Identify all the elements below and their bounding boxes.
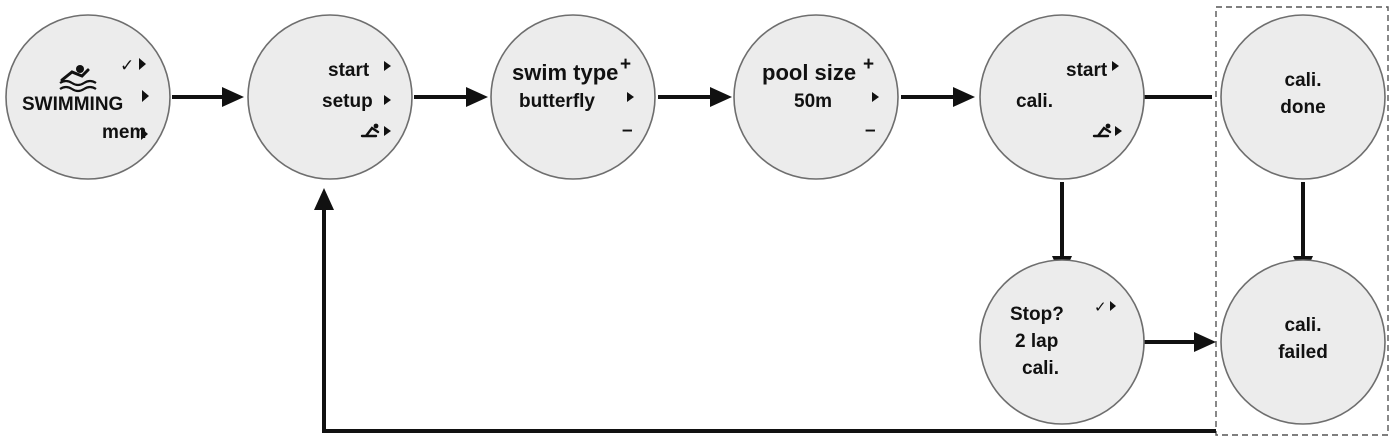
pool-size-value: 50m: [794, 91, 832, 112]
screen-circle: [5, 14, 171, 180]
swim-type-title: swim type: [512, 60, 618, 85]
arrowhead: [953, 87, 975, 107]
start-label: start: [1066, 60, 1108, 81]
setup-label: setup: [322, 91, 373, 112]
screen-circle: [1220, 259, 1386, 425]
result-screens-group: [1215, 6, 1389, 436]
arrowhead: [314, 188, 334, 210]
screen-swim-type: swim type butterfly + –: [490, 14, 656, 180]
two-lap-label: 2 lap: [1015, 331, 1058, 352]
screen-circle: [979, 259, 1145, 425]
screen-stop: Stop? 2 lap cali. ✓: [979, 259, 1145, 425]
screen-circle: [1220, 14, 1386, 180]
pool-size-title: pool size: [762, 60, 856, 85]
play-arrow-icon: [141, 128, 148, 140]
screen-circle: [247, 14, 413, 180]
screen-start-cali: start cali.: [979, 14, 1145, 180]
cali-label: cali.: [1285, 70, 1322, 91]
arrow-loop-back-to-menu: [322, 210, 1216, 433]
start-label: start: [328, 60, 370, 81]
play-arrow-icon: [872, 92, 879, 102]
minus-icon: –: [865, 120, 876, 141]
play-arrow-icon: [142, 90, 149, 102]
mem-label: mem: [102, 122, 146, 143]
arrowhead: [466, 87, 488, 107]
swimmer-icon: [59, 65, 97, 93]
arrowhead: [710, 87, 732, 107]
mode-label: SWIMMING: [22, 94, 123, 115]
stop-label: Stop?: [1010, 304, 1064, 325]
play-arrow-icon: [384, 126, 391, 136]
play-arrow-icon: [1110, 301, 1116, 311]
plus-icon: +: [863, 54, 874, 75]
back-swimmer-icon: [360, 123, 380, 138]
screen-swimming: SWIMMING mem ✓: [5, 14, 171, 180]
failed-label: failed: [1278, 342, 1328, 363]
plus-icon: +: [620, 54, 631, 75]
check-icon: ✓: [1094, 298, 1107, 316]
screen-circle: [490, 14, 656, 180]
play-arrow-icon: [384, 95, 391, 105]
swim-type-value: butterfly: [519, 91, 595, 112]
cali-label: cali.: [1285, 315, 1322, 336]
play-arrow-icon: [139, 58, 146, 70]
arrowhead: [1194, 332, 1216, 352]
check-icon: ✓: [120, 56, 134, 76]
screen-menu: start setup: [247, 14, 413, 180]
arrowhead: [222, 87, 244, 107]
done-label: done: [1280, 97, 1325, 118]
cali-label: cali.: [1022, 358, 1059, 379]
play-arrow-icon: [1112, 61, 1119, 71]
screen-circle: [979, 14, 1145, 180]
play-arrow-icon: [384, 61, 391, 71]
play-arrow-icon: [1115, 126, 1122, 136]
play-arrow-icon: [627, 92, 634, 102]
minus-icon: –: [622, 120, 633, 141]
screen-circle: [733, 14, 899, 180]
screen-cali-done: cali. done: [1220, 14, 1386, 180]
cali-label: cali.: [1016, 91, 1053, 112]
screen-cali-failed: cali. failed: [1220, 259, 1386, 425]
screen-pool-size: pool size 50m + –: [733, 14, 899, 180]
back-swimmer-icon: [1092, 123, 1112, 138]
